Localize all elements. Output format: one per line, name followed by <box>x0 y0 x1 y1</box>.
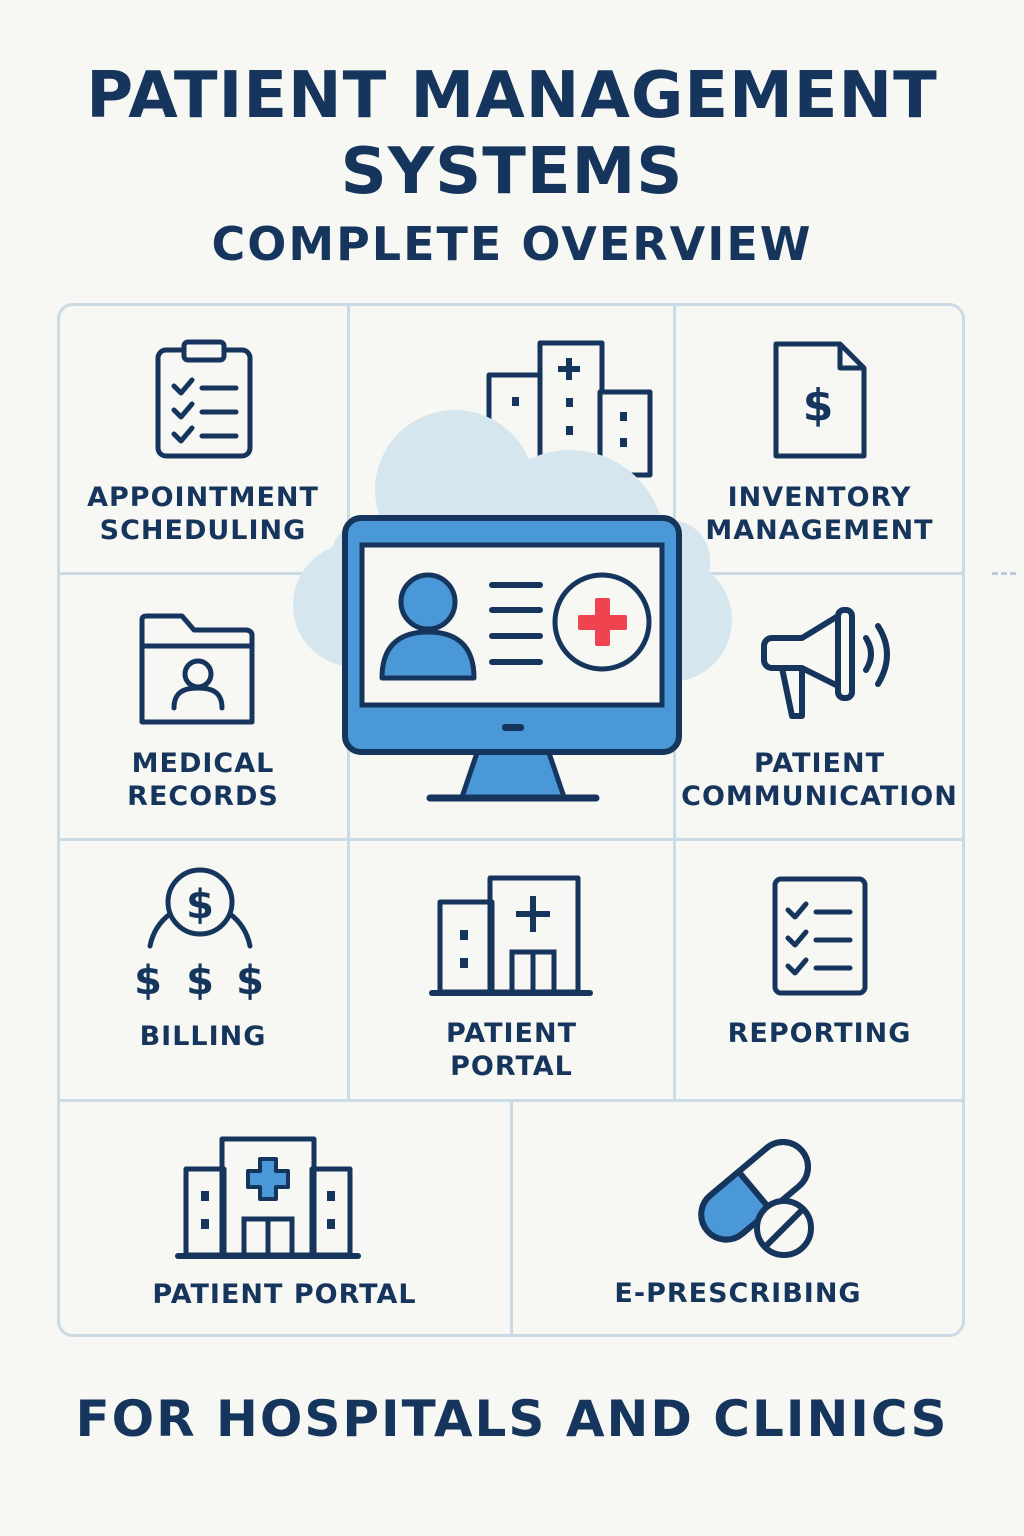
patient-folder-icon <box>139 613 255 725</box>
module-label-medical-records: MEDICAL RECORDS <box>127 748 279 812</box>
svg-text:$: $ <box>236 958 264 1004</box>
hospital-icon <box>175 1136 361 1259</box>
svg-text:$: $ <box>186 882 214 928</box>
module-label-patient-portal-bottom: PATIENT PORTAL <box>152 1279 417 1310</box>
page-footer-tagline: FOR HOSPITALS AND CLINICS <box>75 1390 949 1448</box>
module-label-patient-communication: PATIENT COMMUNICATION <box>681 748 958 812</box>
dollar-document-icon: $ <box>773 341 867 459</box>
page-title-line-1: PATIENT MANAGEMENT <box>86 59 938 133</box>
grid-divider <box>510 1099 513 1335</box>
billing-coins-icon: $ $ $ $ <box>134 867 264 1004</box>
page-title-line-2: SYSTEMS <box>340 135 684 209</box>
module-label-billing: BILLING <box>139 1021 267 1052</box>
page-subtitle: COMPLETE OVERVIEW <box>211 217 813 271</box>
grid-divider <box>59 838 963 841</box>
module-label-appointment-scheduling: APPOINTMENT SCHEDULING <box>87 482 319 546</box>
megaphone-icon <box>761 607 890 719</box>
pill-capsule-icon <box>698 1138 814 1258</box>
modules-grid <box>57 303 965 1337</box>
module-label-e-prescribing: E-PRESCRIBING <box>614 1278 862 1309</box>
svg-text:$: $ <box>803 380 834 431</box>
patient-monitor-cloud-icon <box>293 340 732 802</box>
module-label-patient-portal: PATIENT PORTAL <box>445 1018 578 1082</box>
report-checklist-icon <box>772 876 868 996</box>
grid-divider <box>59 1099 963 1102</box>
svg-text:$: $ <box>186 958 214 1004</box>
module-label-reporting: REPORTING <box>727 1018 912 1049</box>
hospital-building-icon <box>429 875 593 996</box>
clipboard-checklist-icon <box>155 339 253 459</box>
side-dash <box>992 572 1016 575</box>
module-label-inventory-management: INVENTORY MANAGEMENT <box>705 482 934 546</box>
svg-text:$: $ <box>134 958 162 1004</box>
